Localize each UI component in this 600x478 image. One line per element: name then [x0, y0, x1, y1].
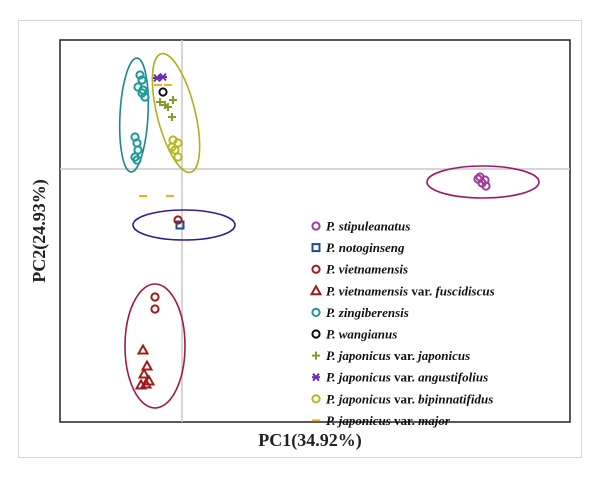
legend-marker [311, 394, 321, 404]
legend-label: P. wangianus [326, 327, 397, 342]
data-point [137, 88, 147, 98]
cluster-ellipse [151, 52, 201, 174]
legend-label: P. vietnamensis var. fuscidiscus [326, 283, 495, 298]
legend-item: P. wangianus [311, 327, 397, 342]
data-point [159, 72, 167, 82]
data-point [132, 155, 142, 165]
legend-marker [312, 351, 320, 360]
cluster-ellipse [124, 283, 186, 409]
data-point [175, 220, 185, 230]
data-point [167, 142, 177, 152]
cluster-ellipse [426, 165, 540, 199]
legend-marker [311, 264, 321, 274]
zero-lines [60, 40, 570, 422]
legend-item: P. japonicus var. angustifolius [312, 370, 488, 385]
legend-item: P. japonicus var. japonicus [312, 348, 470, 363]
legend-item: P. japonicus var. bipinnatifidus [311, 391, 493, 406]
data-point [481, 181, 491, 191]
data-point [134, 378, 148, 390]
legend-item: P. vietnamensis [311, 262, 408, 277]
legend-marker [311, 329, 321, 339]
data-point [173, 152, 183, 162]
data-point [169, 96, 177, 104]
legend-marker [311, 243, 321, 253]
data-point [173, 215, 183, 225]
cluster-ellipses [118, 52, 540, 409]
legend-label: P. japonicus var. japonicus [326, 348, 470, 363]
legend-label: P. vietnamensis [326, 262, 408, 277]
legend-label: P. japonicus var. angustifolius [326, 370, 488, 385]
legend-label: P. japonicus var. bipinnatifidus [326, 391, 493, 406]
data-point [473, 174, 483, 184]
data-point [135, 70, 145, 80]
legend-item: P. stipuleanatus [311, 219, 410, 234]
cluster-ellipse [118, 57, 150, 173]
legend-marker [309, 284, 323, 296]
legend-item: P. japonicus var. major [312, 413, 451, 428]
legend-label: P. notoginseng [326, 240, 405, 255]
data-point [168, 113, 176, 121]
outer-border [18, 20, 582, 458]
data-point [158, 87, 168, 97]
data-point [140, 359, 154, 371]
legend-marker [311, 307, 321, 317]
y-axis-label: PC2(24.93%) [29, 179, 50, 282]
legend: P. stipuleanatus P. notoginseng P. vietnam… [309, 219, 495, 428]
legend-item: P. notoginseng [311, 240, 405, 255]
legend-label: P. zingiberensis [326, 305, 409, 320]
data-point [137, 75, 147, 85]
data-point [164, 103, 172, 111]
data-point [137, 367, 151, 379]
data-point [150, 304, 160, 314]
plot-frame [59, 39, 571, 423]
legend-item: P. zingiberensis [311, 305, 409, 320]
cluster-ellipse [132, 209, 236, 241]
legend-label: P. stipuleanatus [326, 219, 410, 234]
data-point [150, 292, 160, 302]
data-point [136, 343, 150, 355]
data-point [156, 98, 164, 106]
legend-item: P. vietnamensis var. fuscidiscus [309, 283, 495, 298]
legend-marker [311, 221, 321, 231]
legend-marker [312, 373, 320, 382]
x-axis-label: PC1(34.92%) [258, 430, 361, 451]
data-points [130, 70, 491, 390]
legend-label: P. japonicus var. major [326, 413, 451, 428]
